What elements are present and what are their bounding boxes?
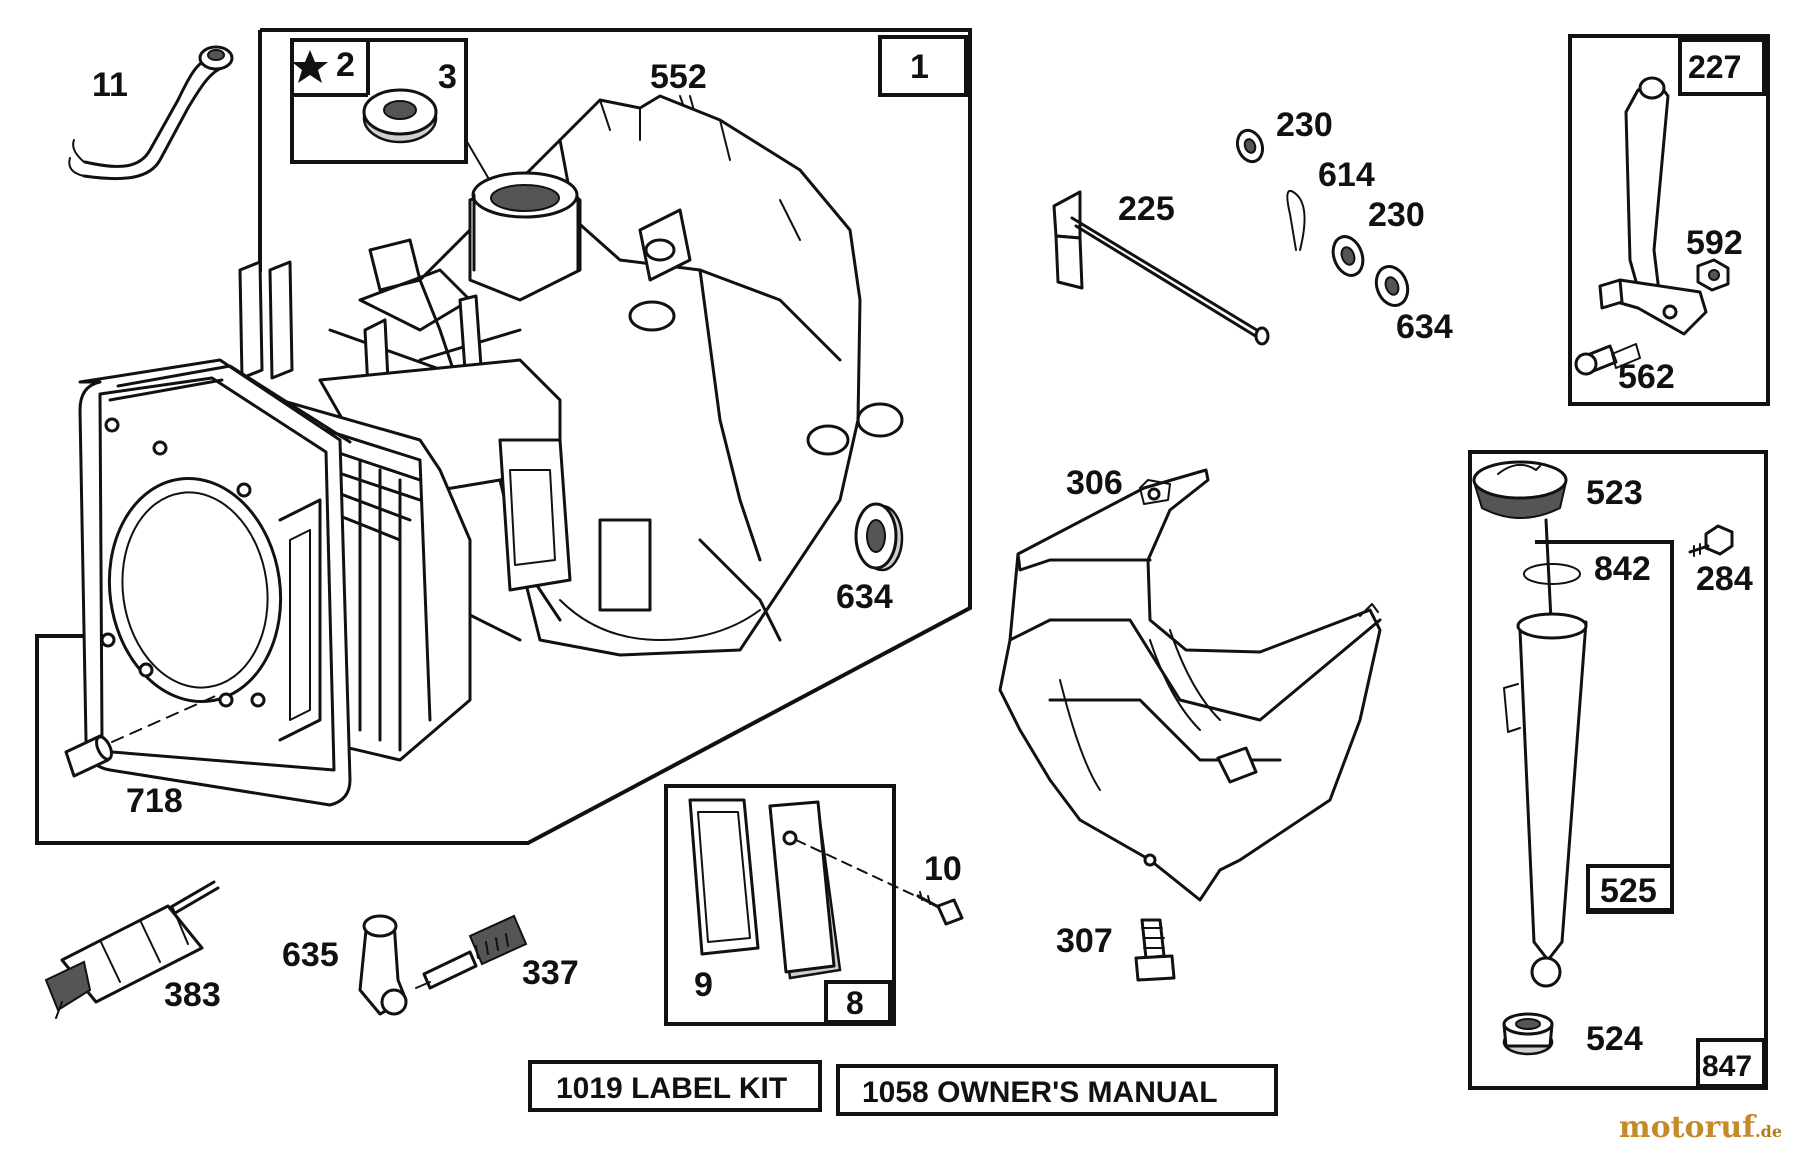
- callout-227: 227: [1688, 49, 1741, 85]
- callout-284: 284: [1696, 560, 1753, 598]
- callout-10: 10: [924, 850, 962, 888]
- callout-9: 9: [694, 966, 713, 1004]
- engine-block-crankcase: [78, 94, 904, 807]
- callout-562: 562: [1618, 358, 1675, 396]
- callout-383: 383: [164, 976, 221, 1014]
- part-306-base-shield: [998, 468, 1382, 902]
- callout-634-right: 634: [1396, 308, 1453, 346]
- callout-523: 523: [1586, 474, 1643, 512]
- part-634-seal-left: [854, 502, 904, 572]
- part-634-washer-right: [1374, 265, 1410, 307]
- callout-337: 337: [522, 954, 579, 992]
- part-614-hair-pin: [1286, 190, 1306, 251]
- callout-592: 592: [1686, 224, 1743, 262]
- kit-1-outline: [35, 28, 972, 845]
- part-718-dowel: [64, 693, 221, 778]
- part-307-screw: [1134, 918, 1176, 982]
- part-284-screw: [1688, 524, 1734, 557]
- callout-230-mid: 230: [1368, 196, 1425, 234]
- label-kit-box: [528, 1060, 822, 1112]
- callout-8: 8: [846, 985, 864, 1021]
- watermark-logo: motoruf.de: [1618, 1110, 1782, 1145]
- owners-manual-text: 1058 OWNER'S MANUAL: [862, 1076, 1218, 1109]
- star-icon: [292, 50, 328, 83]
- callout-524: 524: [1586, 1020, 1643, 1058]
- part-337-spark-plug: [415, 914, 528, 990]
- callout-718: 718: [126, 782, 183, 820]
- part-230-washer-top: [1235, 128, 1265, 164]
- callout-1: 1: [910, 48, 929, 86]
- callout-11: 11: [92, 66, 128, 104]
- callout-847: 847: [1702, 1050, 1752, 1083]
- callout-842: 842: [1594, 550, 1651, 588]
- part-230-washer-mid: [1331, 235, 1365, 277]
- callout-635: 635: [282, 936, 339, 974]
- seal-inset-box: [290, 38, 468, 164]
- part-383-tool: [44, 880, 220, 1019]
- kit-227-box: [1568, 34, 1770, 406]
- part-11-breather-tube: [68, 45, 234, 181]
- callout-230-top: 230: [1276, 106, 1333, 144]
- callout-307: 307: [1056, 922, 1113, 960]
- callout-525: 525: [1600, 872, 1657, 910]
- callout-3: 3: [438, 58, 457, 96]
- label-kit-text: 1019 LABEL KIT: [556, 1072, 787, 1105]
- callout-634-left: 634: [836, 578, 893, 616]
- callout-2: 2: [336, 46, 355, 84]
- owners-manual-box: [836, 1064, 1278, 1116]
- part-225-governor-shaft: [1052, 190, 1270, 346]
- callout-552: 552: [650, 58, 707, 96]
- kit-8-box: [664, 784, 921, 1026]
- callout-225: 225: [1118, 190, 1175, 228]
- kit-847-box: [1468, 450, 1768, 1090]
- callout-614: 614: [1318, 156, 1375, 194]
- part-635-boot: [358, 914, 408, 1016]
- callout-306: 306: [1066, 464, 1123, 502]
- part-10-screw: [916, 891, 964, 926]
